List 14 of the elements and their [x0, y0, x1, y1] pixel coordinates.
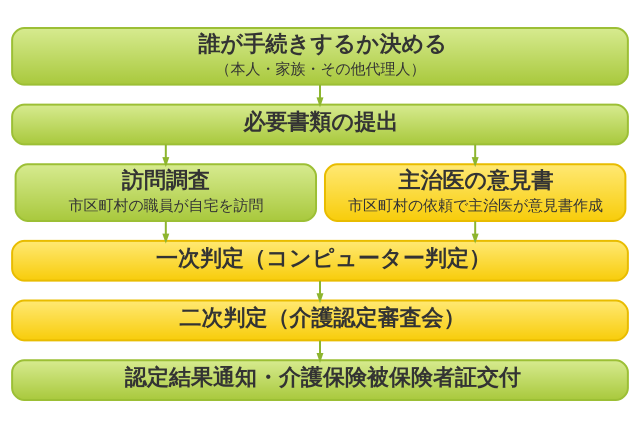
node-box: 誰が手続きするか決める （本人・家族・その他代理人） — [11, 26, 629, 86]
node-box: 訪問調査 市区町村の職員が自宅を訪問 — [14, 162, 318, 222]
arrow — [472, 144, 479, 167]
node-box: 認定結果通知・介護保険被保険者証交付 — [11, 358, 629, 401]
node-box: 主治医の意見書 市区町村の依頼で主治医が意見書作成 — [324, 162, 626, 222]
arrow — [472, 220, 479, 244]
node-box: 二次判定（介護認定審査会） — [11, 299, 629, 341]
arrow — [162, 220, 170, 244]
arrow — [316, 340, 324, 362]
node-box: 必要書類の提出 — [11, 103, 629, 145]
arrow — [162, 144, 170, 167]
node-box: 一次判定（コンピューター判定） — [11, 239, 629, 282]
arrow — [316, 84, 324, 107]
arrow — [316, 280, 324, 303]
